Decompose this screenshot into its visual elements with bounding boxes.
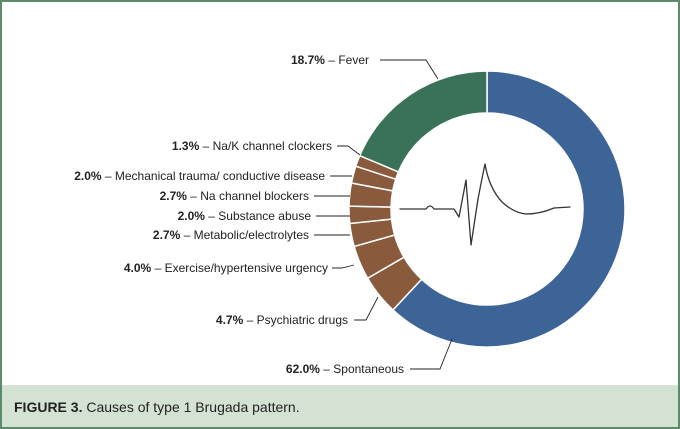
slice-label-psychiatric-drugs: 4.7% – Psychiatric drugs [216, 313, 348, 327]
slice-category-label: – Fever [325, 53, 369, 67]
slice-category-label: – Na/K channel clockers [199, 139, 332, 153]
slice-value-label: 4.7% [216, 313, 244, 327]
slice-category-label: – Mechanical trauma/ conductive disease [102, 169, 326, 183]
slice-value-label: 18.7% [291, 53, 325, 67]
slice-category-label: – Metabolic/electrolytes [180, 228, 309, 242]
figure-caption: FIGURE 3. Causes of type 1 Brugada patte… [14, 399, 300, 415]
caption-bar: FIGURE 3. Causes of type 1 Brugada patte… [2, 385, 678, 427]
slice-label-na-channel-blockers: 2.7% – Na channel blockers [160, 189, 309, 203]
leader-line-spontaneous [410, 338, 453, 370]
slice-label-spontaneous: 62.0% – Spontaneous [286, 362, 404, 376]
slice-fever [358, 70, 488, 173]
slice-label-exercise-hypertensive-urgency: 4.0% – Exercise/hypertensive urgency [124, 261, 328, 275]
caption-label: FIGURE 3. [14, 399, 83, 415]
leader-line-na-k-channel-clockers [337, 145, 361, 156]
leader-line-exercise-hypertensive-urgency [332, 264, 355, 269]
slice-value-label: 4.0% [124, 261, 152, 275]
slice-category-label: – Spontaneous [320, 362, 404, 376]
donut-chart: 62.0% – Spontaneous 4.7% – Psychiatric dr… [74, 53, 626, 376]
slice-spontaneous [391, 70, 626, 348]
slice-value-label: 62.0% [286, 362, 320, 376]
slice-value-label: 2.0% [74, 169, 102, 183]
slice-value-label: 2.7% [153, 228, 181, 242]
slice-label-metabolic-electrolytes: 2.7% – Metabolic/electrolytes [153, 228, 309, 242]
slice-labels: 62.0% – Spontaneous 4.7% – Psychiatric dr… [74, 53, 404, 376]
slice-value-label: 2.0% [178, 209, 206, 223]
slice-category-label: – Na channel blockers [187, 189, 309, 203]
slice-value-label: 2.7% [160, 189, 188, 203]
leader-line-psychiatric-drugs [354, 296, 379, 321]
slice-label-fever: 18.7% – Fever [291, 53, 369, 67]
slice-value-label: 1.3% [172, 139, 200, 153]
leader-line-fever [380, 59, 439, 80]
slice-category-label: – Psychiatric drugs [243, 313, 348, 327]
caption-text: Causes of type 1 Brugada pattern. [86, 399, 300, 415]
slice-category-label: – Substance abuse [205, 209, 311, 223]
donut-slices [348, 70, 626, 348]
slice-label-substance-abuse: 2.0% – Substance abuse [178, 209, 312, 223]
slice-label-mechanical-trauma-conductive-disease: 2.0% – Mechanical trauma/ conductive dis… [74, 169, 325, 183]
slice-label-na-k-channel-clockers: 1.3% – Na/K channel clockers [172, 139, 332, 153]
ecg-waveform-icon [399, 163, 571, 246]
slice-category-label: – Exercise/hypertensive urgency [151, 261, 328, 275]
leader-lines [314, 59, 453, 370]
